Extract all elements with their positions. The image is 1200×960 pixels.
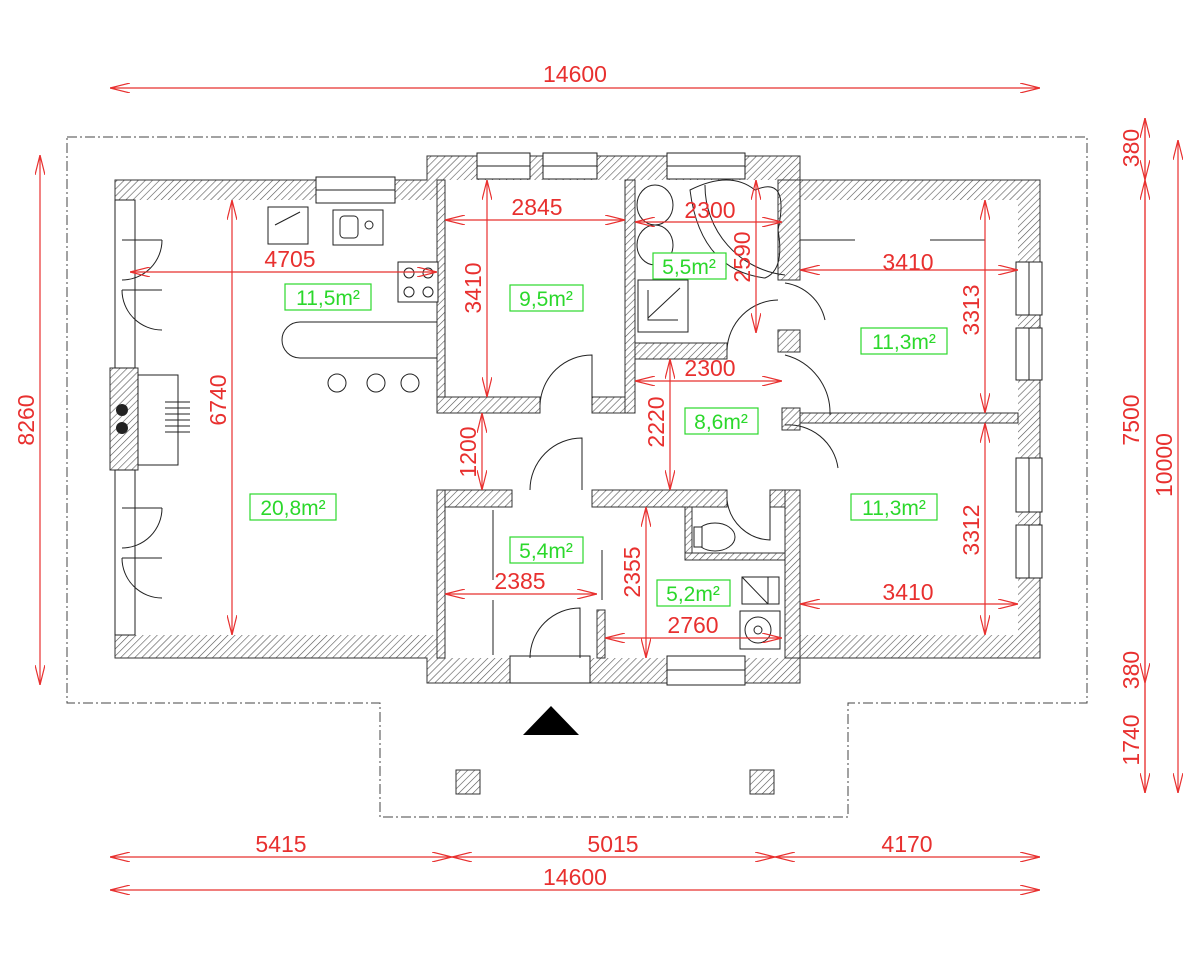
svg-text:3312: 3312: [958, 504, 984, 555]
svg-text:380: 380: [1118, 651, 1144, 689]
fireplace-icon: [116, 374, 190, 466]
svg-text:14600: 14600: [543, 864, 607, 890]
area-living: 20,8m²: [260, 497, 325, 520]
area-bedroom-right-bottom: 11,3m²: [862, 497, 926, 520]
area-bedroom-right-top: 11,3m²: [872, 331, 936, 354]
area-kitchen: 11,5m²: [296, 287, 360, 310]
svg-text:7500: 7500: [1118, 394, 1144, 445]
column: [749, 769, 775, 795]
svg-text:3313: 3313: [958, 284, 984, 335]
svg-text:4705: 4705: [264, 246, 315, 272]
dimension-lines: [40, 88, 1178, 890]
stove-icon: [397, 261, 439, 303]
area-hall: 8,6m²: [694, 411, 748, 434]
shower-icon: [637, 279, 689, 333]
svg-text:2760: 2760: [667, 612, 718, 638]
terrace-outline: [66, 136, 1088, 818]
svg-text:14600: 14600: [543, 61, 607, 87]
svg-text:8260: 8260: [13, 394, 39, 445]
svg-text:2385: 2385: [494, 568, 545, 594]
svg-text:3410: 3410: [460, 262, 486, 313]
area-labels: 11,5m² 20,8m² 9,5m² 5,5m² 8,6m² 11,3m² 1…: [249, 252, 948, 607]
svg-text:380: 380: [1118, 129, 1144, 167]
svg-text:2355: 2355: [619, 546, 645, 597]
entrance-arrow-icon: [523, 706, 579, 735]
doors: [121, 239, 839, 659]
svg-text:5415: 5415: [255, 831, 306, 857]
svg-text:2220: 2220: [643, 396, 669, 447]
svg-text:1740: 1740: [1118, 714, 1144, 765]
windows: [114, 152, 1043, 686]
svg-text:10000: 10000: [1151, 433, 1177, 497]
svg-text:2300: 2300: [684, 355, 735, 381]
area-bedroom-small: 9,5m²: [519, 288, 573, 311]
svg-text:6740: 6740: [205, 374, 231, 425]
svg-text:2590: 2590: [729, 231, 755, 282]
area-utility: 5,2m²: [666, 583, 720, 606]
column: [455, 769, 481, 795]
area-bath: 5,5m²: [662, 256, 716, 279]
svg-text:3410: 3410: [882, 249, 933, 275]
svg-text:5015: 5015: [587, 831, 638, 857]
dimension-labels: 14600 5415 5015 4170 14600 8260 380 7500…: [13, 61, 1177, 890]
svg-text:2845: 2845: [511, 194, 562, 220]
svg-text:4170: 4170: [881, 831, 932, 857]
interior-walls: [109, 179, 1019, 659]
svg-text:3410: 3410: [882, 579, 933, 605]
svg-text:1200: 1200: [455, 426, 481, 477]
area-entry: 5,4m²: [519, 540, 573, 563]
wardrobes: [492, 239, 985, 655]
svg-text:2300: 2300: [684, 197, 735, 223]
